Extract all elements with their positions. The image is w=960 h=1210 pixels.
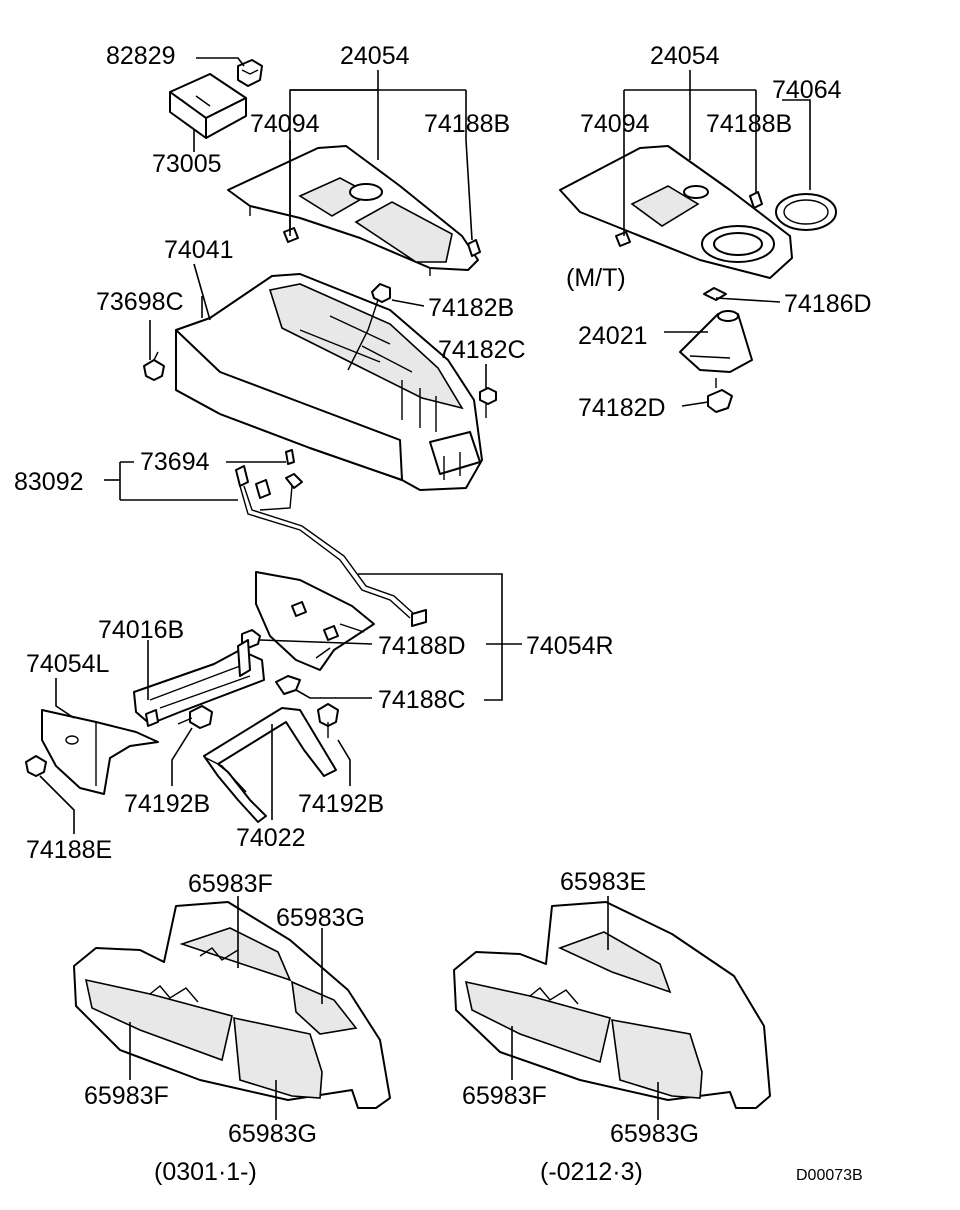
label-73005: 73005 (152, 150, 222, 178)
label-24054-left: 24054 (340, 42, 410, 70)
label-65983F-top: 65983F (188, 870, 273, 898)
label-74188E: 74188E (26, 836, 112, 864)
side-panel-74054R (255, 571, 427, 671)
label-date-left: (0301·1-) (154, 1158, 257, 1186)
label-74064: 74064 (772, 76, 842, 104)
label-74188D: 74188D (378, 632, 466, 660)
console-panel-24054-left (227, 145, 481, 276)
bracket-74016B (133, 639, 265, 727)
console-panel-24054-right (559, 145, 793, 279)
bracket-73005 (169, 73, 247, 139)
label-65983G-left: 65983G (228, 1120, 317, 1148)
label-74041: 74041 (164, 236, 234, 264)
clip-74188C (275, 675, 301, 695)
label-73694: 73694 (140, 448, 210, 476)
lower-console-left (73, 901, 391, 1109)
label-65983F-left: 65983F (84, 1082, 169, 1110)
label-74188C: 74188C (378, 686, 466, 714)
bolt-74182D (707, 378, 733, 413)
shift-boot-24021 (679, 310, 753, 373)
diagram-code: D00073B (796, 1167, 863, 1184)
side-panel-74054L (41, 709, 159, 795)
label-24054-right: 24054 (650, 42, 720, 70)
label-74182D: 74182D (578, 394, 666, 422)
label-74188B-right: 74188B (706, 110, 792, 138)
label-date-right: (-0212·3) (540, 1158, 643, 1186)
label-65983E: 65983E (560, 868, 646, 896)
label-65983F-right: 65983F (462, 1082, 547, 1110)
label-65983G-top: 65983G (276, 904, 365, 932)
label-74188B-left: 74188B (424, 110, 510, 138)
label-74094-right: 74094 (580, 110, 650, 138)
clip-74186D (703, 287, 727, 301)
ring-74064 (775, 193, 837, 231)
label-74182C: 74182C (438, 336, 526, 364)
bracket-74022 (203, 707, 337, 823)
label-74186D: 74186D (784, 290, 872, 318)
bolt-74192B-right (317, 703, 339, 738)
label-74192B-right: 74192B (298, 790, 384, 818)
label-74022: 74022 (236, 824, 306, 852)
label-82829: 82829 (106, 42, 176, 70)
screw-74182B (347, 283, 391, 371)
bolt-74192B-left (177, 705, 213, 729)
label-24021: 24021 (578, 322, 648, 350)
screw-74182C (479, 387, 497, 418)
clip-82829 (237, 59, 263, 87)
label-74094-left: 74094 (250, 110, 320, 138)
label-83092: 83092 (14, 468, 84, 496)
label-74016B: 74016B (98, 616, 184, 644)
screw-73698C (143, 351, 165, 381)
label-74054R: 74054R (526, 632, 614, 660)
label-74054L: 74054L (26, 650, 110, 678)
label-65983G-right: 65983G (610, 1120, 699, 1148)
console-box-74041 (175, 273, 483, 491)
label-74182B: 74182B (428, 294, 514, 322)
harness-83092 (235, 449, 415, 619)
label-73698C: 73698C (96, 288, 184, 316)
lower-console-right (453, 901, 771, 1109)
label-mt-note: (M/T) (566, 264, 626, 292)
label-74192B-left: 74192B (124, 790, 210, 818)
screw-74188E (25, 755, 47, 777)
